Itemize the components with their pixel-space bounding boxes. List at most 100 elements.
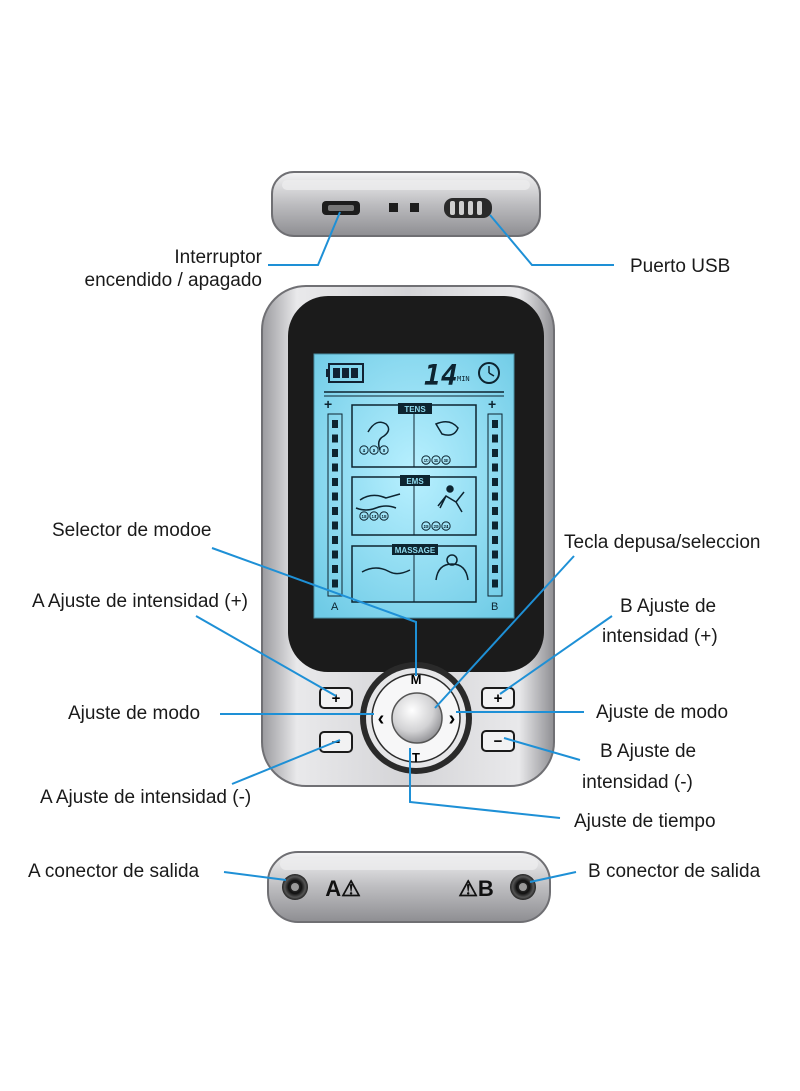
intensity-segment xyxy=(332,478,338,486)
a-intensity-plus-label: A Ajuste de intensidad (+) xyxy=(32,591,249,612)
program-number: 24 xyxy=(443,524,449,529)
intensity-segment xyxy=(332,579,338,588)
intensity-segment xyxy=(492,492,498,501)
program-number-icon xyxy=(431,521,441,531)
intensity-segment xyxy=(332,536,338,544)
program-number-icon xyxy=(431,455,441,465)
program-number: 2 xyxy=(373,448,376,453)
program-number: 21 xyxy=(443,524,449,529)
intensity-segment xyxy=(492,565,498,573)
mode-adjust-left-label: Ajuste de modo xyxy=(68,703,201,724)
ems-panel: EMS xyxy=(351,475,477,536)
intensity-segment xyxy=(332,463,338,472)
callout-b-output xyxy=(529,871,577,883)
b-output-label: B conector de salida xyxy=(588,861,761,882)
program-number-icon xyxy=(441,521,451,531)
program-number-icon xyxy=(369,445,379,455)
program-number: 23 xyxy=(433,524,439,529)
program-number-icon xyxy=(359,511,369,521)
time-key[interactable]: T xyxy=(412,750,420,765)
intensity-segment xyxy=(492,579,498,588)
massage-panel: MASSAGE xyxy=(351,544,477,603)
intensity-bar-a xyxy=(327,413,343,597)
intensity-segment xyxy=(492,478,498,486)
lcd-channel-a: A xyxy=(331,601,339,613)
back-pictogram-icon xyxy=(435,563,469,581)
intensity-segment xyxy=(492,463,498,472)
callout-mode-selector xyxy=(211,547,417,676)
callout-power-switch xyxy=(268,211,341,266)
intensity-segment xyxy=(492,434,498,443)
program-number: 9 xyxy=(445,458,448,463)
program-number: 11 xyxy=(434,458,439,463)
mode-selector-label: Selector de modoe xyxy=(52,520,212,541)
program-number: 15 xyxy=(381,514,387,519)
swimmer-pictogram-icon xyxy=(359,493,401,501)
callout-a-output xyxy=(223,871,287,881)
tens-title: TENS xyxy=(404,405,426,414)
intensity-segment xyxy=(492,536,498,544)
a-output-label: A conector de salida xyxy=(28,861,200,882)
neck-pictogram-icon xyxy=(367,421,390,451)
lcd-plus-a: + xyxy=(324,396,332,412)
program-number-icon xyxy=(379,445,389,455)
front-view: 14 MIN + + A B TENS EMS xyxy=(261,285,555,787)
pause-select-button[interactable] xyxy=(391,692,443,744)
a-intensity-minus-label: A Ajuste de intensidad (-) xyxy=(40,787,252,808)
power-switch-label-line2: encendido / apagado xyxy=(84,270,263,291)
svg-text:+: + xyxy=(494,690,503,707)
program-number: 14 xyxy=(371,514,377,519)
callout-lines xyxy=(195,211,614,883)
intensity-segment xyxy=(492,507,498,515)
program-number: 17 xyxy=(371,514,377,519)
callout-a-minus xyxy=(231,739,341,785)
program-number: 19 xyxy=(423,524,429,529)
intensity-segment xyxy=(332,434,338,443)
intensity-segment xyxy=(332,521,338,530)
program-number: 8 xyxy=(435,458,438,463)
right-arrow-key[interactable]: › xyxy=(449,708,456,730)
b-intensity-minus-label-line2: intensidad (-) xyxy=(582,772,693,793)
program-number-icon xyxy=(369,511,379,521)
program-number: 7 xyxy=(425,458,428,463)
b-intensity-plus-label-line1: B Ajuste de xyxy=(620,596,717,617)
b-minus-button[interactable]: − xyxy=(481,730,515,752)
clock-icon xyxy=(478,362,500,384)
top-view xyxy=(271,171,541,237)
program-number-icon xyxy=(359,445,369,455)
pause-select-key-label: Tecla depusa/seleccion xyxy=(564,532,761,553)
indicator-dot-icon xyxy=(389,203,398,212)
svg-text:−: − xyxy=(494,733,503,750)
face-pictogram-icon xyxy=(434,421,459,436)
intensity-segment xyxy=(492,420,498,428)
left-arrow-key[interactable]: ‹ xyxy=(378,708,385,730)
program-number-icon xyxy=(421,521,431,531)
intensity-segment xyxy=(492,550,498,559)
callout-pause-select xyxy=(434,555,575,709)
tens-panel: TENS xyxy=(351,403,477,468)
program-number: 5 xyxy=(373,448,376,453)
intensity-segment xyxy=(332,492,338,501)
timer-unit: MIN xyxy=(457,375,470,383)
program-number: 20 xyxy=(433,524,439,529)
program-number: 16 xyxy=(361,514,367,519)
intensity-segment xyxy=(332,420,338,428)
bottom-view: A⚠ ⚠B xyxy=(267,851,551,923)
intensity-segment xyxy=(332,449,338,457)
mode-key[interactable]: M xyxy=(411,672,422,687)
intensity-bar-b xyxy=(487,413,503,597)
program-number: 22 xyxy=(423,524,429,529)
program-number-icon xyxy=(379,511,389,521)
timer-value: 14 xyxy=(424,359,458,392)
ems-title: EMS xyxy=(406,477,424,486)
svg-text:+: + xyxy=(332,690,341,707)
program-number: 3 xyxy=(383,448,386,453)
intensity-segment xyxy=(492,521,498,530)
a-plus-button[interactable]: + xyxy=(319,687,353,709)
program-number: 10 xyxy=(423,458,429,463)
battery-icon xyxy=(326,363,364,383)
b-plus-button[interactable]: + xyxy=(481,687,515,709)
program-number: 6 xyxy=(383,448,386,453)
callout-usb xyxy=(489,214,614,266)
